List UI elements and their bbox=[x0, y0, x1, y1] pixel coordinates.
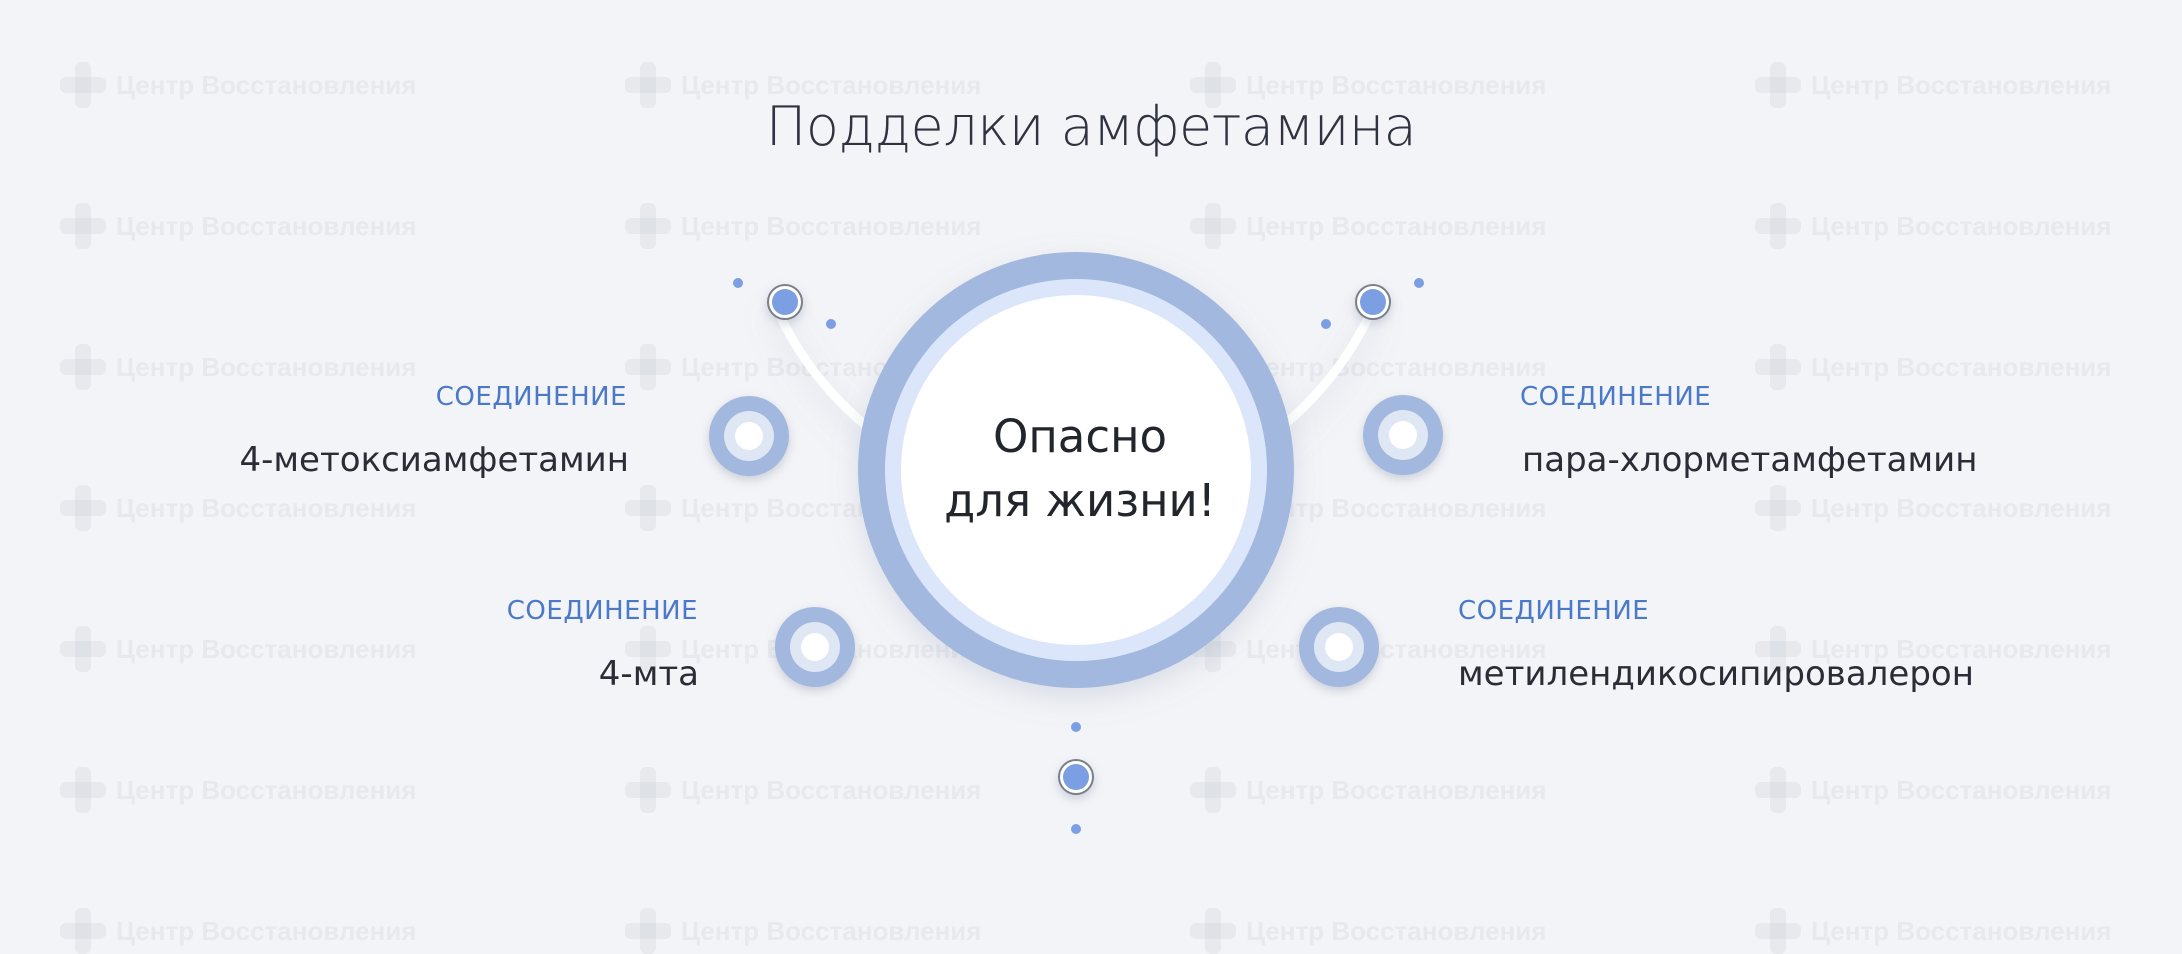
accent-dot bbox=[1414, 278, 1424, 288]
node-marker-1 bbox=[709, 396, 789, 476]
item-4-category: СОЕДИНЕНИЕ bbox=[1458, 596, 1650, 626]
center-circle bbox=[858, 252, 1294, 688]
arc-dot-right bbox=[1355, 284, 1391, 320]
item-3-name: пара-хлорметамфетамин bbox=[1522, 440, 1978, 480]
item-1-category: СОЕДИНЕНИЕ bbox=[435, 382, 627, 412]
node-marker-2 bbox=[775, 607, 855, 687]
arc-dot-bottom bbox=[1058, 759, 1094, 795]
page-title: Подделки амфетамина bbox=[765, 95, 1417, 158]
accent-dot bbox=[1071, 824, 1081, 834]
node-marker-3 bbox=[1363, 395, 1443, 475]
accent-dot bbox=[1321, 319, 1331, 329]
item-4-name: метилендикосипировалерон bbox=[1458, 654, 1974, 694]
item-2-name: 4-мта bbox=[598, 654, 699, 694]
center-line-1: Опасно bbox=[992, 410, 1168, 463]
accent-dot bbox=[826, 319, 836, 329]
accent-dot bbox=[1071, 722, 1081, 732]
item-1-name: 4-метоксиамфетамин bbox=[239, 440, 630, 480]
item-3-category: СОЕДИНЕНИЕ bbox=[1520, 382, 1712, 412]
node-marker-4 bbox=[1299, 607, 1379, 687]
accent-dot bbox=[733, 278, 743, 288]
arc-dot-left bbox=[767, 284, 803, 320]
center-text: Опасно для жизни! bbox=[900, 405, 1260, 533]
center-line-2: для жизни! bbox=[944, 474, 1216, 527]
item-2-category: СОЕДИНЕНИЕ bbox=[506, 596, 698, 626]
